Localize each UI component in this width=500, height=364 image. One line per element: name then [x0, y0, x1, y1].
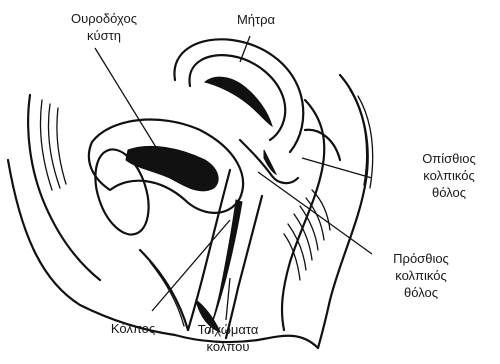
body-contour [8, 160, 175, 335]
label-anterior-fornix-line-1: Πρόσθιος [376, 250, 466, 267]
label-vagina: Κόλπος [100, 320, 166, 337]
label-bladder: Ουροδόχος κύστη [52, 10, 156, 44]
rectal-wall-striations [284, 190, 330, 280]
labial-contour [140, 250, 188, 330]
pubic-region-outline [28, 95, 100, 280]
bladder-lumen [126, 146, 218, 191]
label-uterus-line-1: Μήτρα [226, 11, 286, 28]
cervical-canal [264, 150, 276, 174]
hatch-line [57, 108, 66, 184]
label-anterior-fornix: Πρόσθιος κολπικός θόλος [376, 250, 466, 301]
label-vagina-line-1: Κόλπος [100, 320, 166, 337]
label-vaginal-walls-line-2: κόλπου [180, 338, 276, 355]
label-posterior-fornix-line-3: θόλος [404, 184, 494, 201]
rectal-fold [305, 130, 340, 160]
label-vaginal-walls: Τοιχώματα κόλπου [180, 321, 276, 355]
uterus-leader [240, 36, 250, 62]
label-posterior-fornix: Οπίσθιος κολπικός θόλος [404, 150, 494, 201]
label-anterior-fornix-line-3: θόλος [376, 284, 466, 301]
uterus-outline-inner [190, 55, 286, 140]
label-leader-lines [95, 36, 372, 320]
label-uterus: Μήτρα [226, 11, 286, 28]
vaginal-lumen [208, 200, 242, 334]
vaginal-wall-anterior [188, 170, 230, 330]
label-bladder-line-2: κύστη [52, 27, 156, 44]
label-posterior-fornix-line-1: Οπίσθιος [404, 150, 494, 167]
label-posterior-fornix-line-2: κολπικός [404, 167, 494, 184]
label-anterior-fornix-line-2: κολπικός [376, 267, 466, 284]
vaginal-wall-posterior [226, 196, 262, 338]
uterine-cavity [205, 77, 272, 126]
vaginal-walls-leader [226, 278, 230, 320]
anterior-fornix-leader [258, 172, 372, 254]
label-bladder-line-1: Ουροδόχος [52, 10, 156, 27]
label-vaginal-walls-line-1: Τοιχώματα [180, 321, 276, 338]
posterior-fornix-leader [302, 158, 372, 178]
